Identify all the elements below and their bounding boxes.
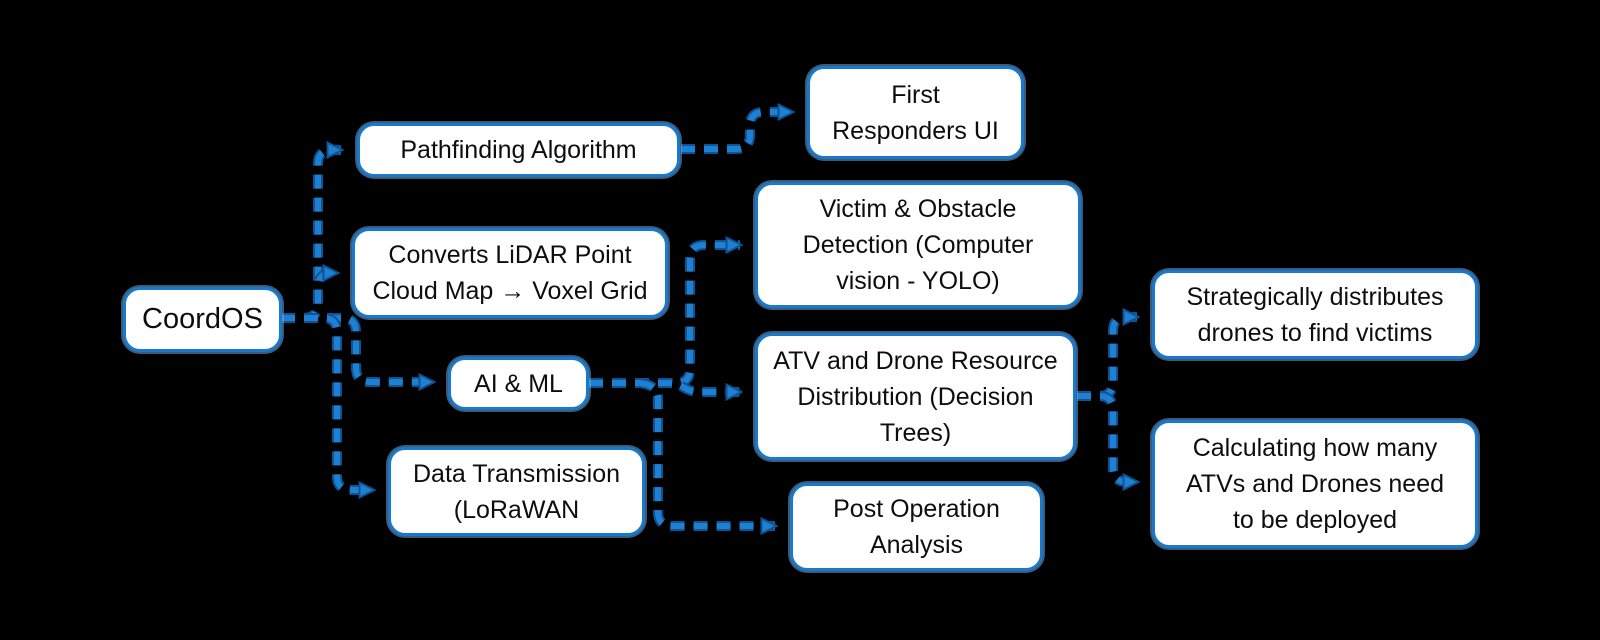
node-calculating-deployment-label: Calculating how many ATVs and Drones nee… <box>1185 434 1445 534</box>
node-strategic-distribution-label: Strategically distributes drones to find… <box>1186 282 1444 347</box>
edge-coordos-pathfinding <box>281 150 341 323</box>
node-data-transmission: Data Transmission (LoRaWAN <box>388 447 645 536</box>
node-data-transmission-label: Data Transmission (LoRaWAN <box>412 459 621 524</box>
node-first-responders-ui: First Responders UI <box>807 66 1024 159</box>
edge-coordos-aiml <box>281 313 433 382</box>
node-atv-drone-distribution-label: ATV and Drone Resource Distribution (Dec… <box>773 346 1058 447</box>
edge-pathfinding-firstresponders <box>681 112 792 154</box>
node-post-operation-analysis-label: Post Operation Analysis <box>833 495 1000 559</box>
edge-aiml-postoperation <box>639 378 775 526</box>
node-pathfinding-algorithm: Pathfinding Algorithm <box>357 123 680 177</box>
edge-aiml-atvdrone <box>589 378 740 392</box>
node-coordos: CoordOS <box>123 287 282 352</box>
node-pathfinding-algorithm-label: Pathfinding Algorithm <box>400 136 637 164</box>
node-atv-drone-distribution: ATV and Drone Resource Distribution (Dec… <box>755 333 1076 460</box>
edge-coordos-datatransmission <box>281 313 373 490</box>
node-victim-obstacle-detection: Victim & Obstacle Detection (Computer vi… <box>755 182 1081 308</box>
node-ai-ml-label: AI & ML <box>474 369 563 398</box>
edge-atvdrone-strategicdistribution <box>1077 317 1137 401</box>
edge-coordos-lidar <box>281 273 337 323</box>
edge-aiml-victimdetection <box>589 245 740 388</box>
node-post-operation-analysis: Post Operation Analysis <box>790 483 1043 571</box>
node-first-responders-ui-label: First Responders UI <box>832 80 999 145</box>
node-coordos-label: CoordOS <box>142 302 263 335</box>
node-victim-obstacle-detection-label: Victim & Obstacle Detection (Computer vi… <box>802 195 1034 295</box>
node-lidar-voxel-grid-label: Converts LiDAR Point Cloud Map → Voxel G… <box>372 241 648 305</box>
edge-atvdrone-calculatingdeployment <box>1077 391 1137 482</box>
node-strategic-distribution: Strategically distributes drones to find… <box>1152 270 1478 359</box>
node-ai-ml: AI & ML <box>448 357 589 410</box>
node-lidar-voxel-grid: Converts LiDAR Point Cloud Map → Voxel G… <box>352 228 668 318</box>
node-calculating-deployment: Calculating how many ATVs and Drones nee… <box>1152 420 1478 548</box>
